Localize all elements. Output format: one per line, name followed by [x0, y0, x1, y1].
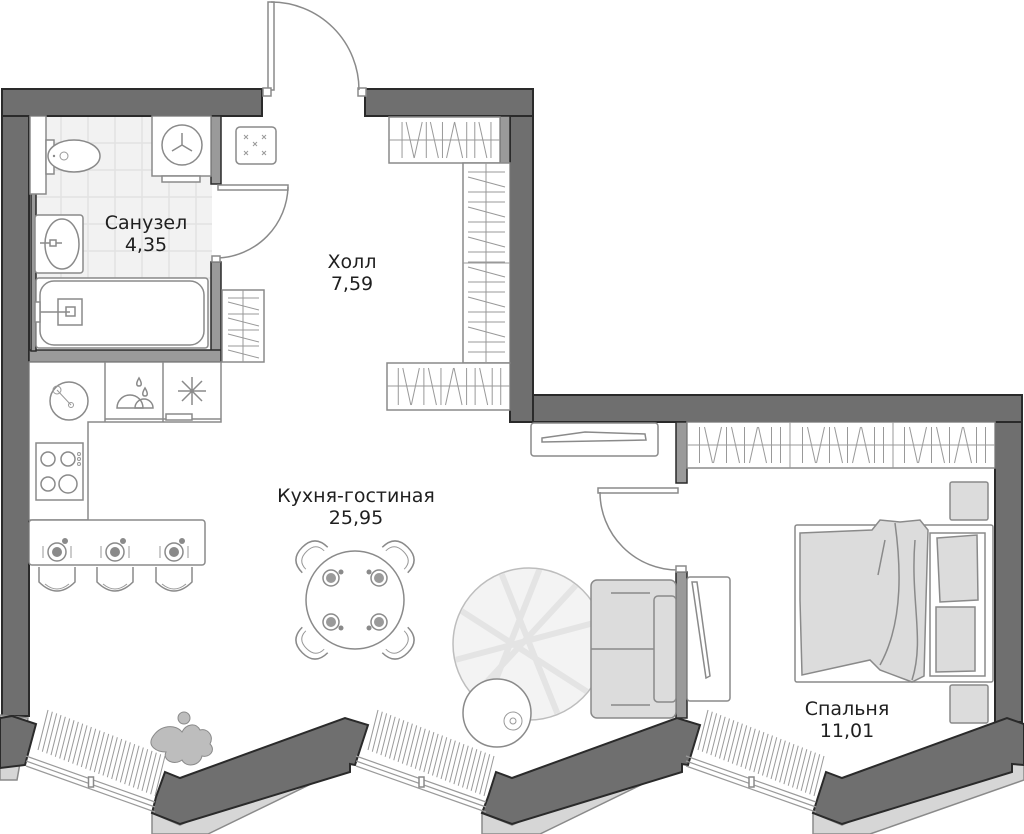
room-label-bathroom: Санузел 4,35 [105, 212, 188, 256]
kitchen-fixtures [28, 361, 222, 592]
partition-bedroom-upper [675, 421, 688, 484]
sink-icon [34, 214, 84, 274]
window-icon [25, 709, 166, 813]
nightstand-icon [949, 684, 989, 724]
tv-stand-icon [530, 422, 659, 457]
double-bed-icon [794, 519, 994, 683]
toilet-icon [29, 115, 101, 195]
wall-bottom-left-corner [0, 714, 38, 770]
bathroom-door[interactable] [211, 184, 289, 263]
wall-hall-right [509, 115, 534, 423]
room-label-bedroom: Спальня 11,01 [805, 698, 890, 742]
bedroom-wardrobe-icon [686, 421, 996, 469]
room-name: Кухня-гостиная [277, 485, 435, 507]
dining-chair-icon [381, 626, 415, 660]
exterior-walls [0, 88, 1024, 834]
dishwasher-icon [116, 376, 154, 409]
plate-icon [366, 613, 388, 631]
wall-top-left [1, 88, 263, 117]
room-area: 25,95 [328, 507, 384, 529]
wall-bedroom-top [532, 394, 1023, 423]
nightstand-icon [949, 481, 989, 521]
wall-right [994, 421, 1023, 723]
plant-icon [150, 711, 213, 766]
hall-fixtures [221, 116, 511, 411]
window-icon [355, 709, 495, 813]
plate-icon [366, 569, 388, 587]
plate-icon [322, 569, 344, 587]
bar-stool-icon [96, 538, 134, 592]
sofa-icon [590, 579, 677, 719]
tv-icon [686, 576, 731, 702]
dining-chair-icon [295, 540, 329, 574]
room-name: Холл [327, 251, 377, 273]
bathtub-icon [34, 277, 209, 349]
cooktop-icon [35, 442, 84, 501]
dining-table-icon [295, 540, 415, 660]
partition-bath-upper [210, 115, 222, 185]
wall-bottom-seg3 [811, 716, 1024, 826]
wall-bottom-seg1 [150, 716, 370, 826]
room-area: 7,59 [330, 273, 374, 295]
shoe-rack-icon [221, 289, 265, 363]
fridge-icon [165, 377, 206, 421]
bar-stool-icon [155, 538, 193, 592]
room-name: Санузел [104, 212, 188, 234]
wall-top-right [364, 88, 534, 117]
bedroom-door[interactable] [597, 487, 687, 573]
bar-stool-icon [38, 538, 76, 592]
living-fixtures [452, 422, 677, 748]
room-label-hall: Холл 7,59 [328, 251, 377, 295]
window-icon [685, 709, 825, 813]
wardrobe-icon [386, 116, 511, 411]
dining-chair-icon [381, 540, 415, 574]
entrance-door[interactable] [262, 1, 367, 97]
windows [25, 709, 825, 813]
room-area: 11,01 [819, 720, 875, 742]
bedroom-fixtures [686, 421, 996, 724]
room-area: 4,35 [124, 234, 168, 256]
kitchen-sink-icon [49, 381, 89, 421]
dining-chair-icon [295, 626, 329, 660]
pillow-icon [936, 534, 979, 603]
doors [211, 1, 687, 573]
partition-bath-lower [210, 261, 222, 353]
room-label-kitchen-living: Кухня-гостиная 25,95 [277, 485, 435, 529]
plate-icon [322, 613, 344, 631]
wall-bottom-seg2 [480, 716, 702, 826]
partition-bedroom-lower [675, 571, 688, 719]
washing-machine-icon [151, 115, 212, 183]
bathroom-fixtures [29, 115, 212, 349]
side-table-icon [462, 678, 532, 748]
room-name: Спальня [804, 698, 890, 720]
partition-bath-bottom [28, 349, 222, 363]
hall-cabinet-icon [235, 126, 277, 165]
wall-left [1, 115, 30, 717]
pillow-icon [935, 606, 976, 673]
